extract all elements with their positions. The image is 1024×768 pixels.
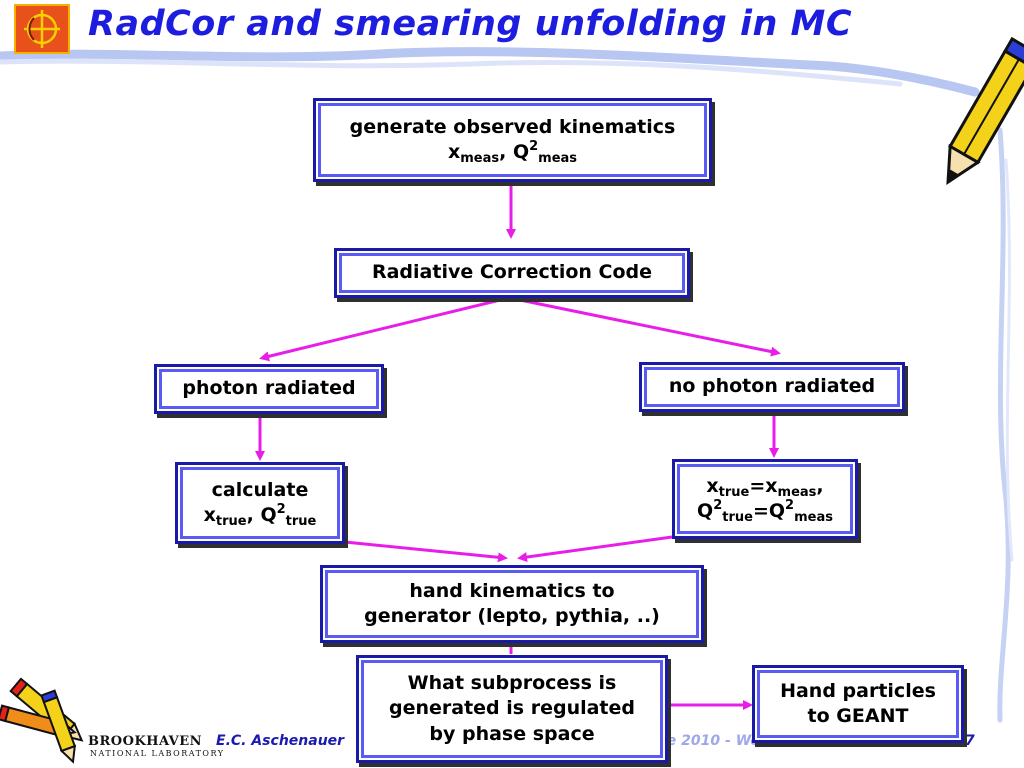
hand-line1: hand kinematics to	[409, 579, 615, 602]
subprocess-line1: What subprocess is	[407, 672, 617, 695]
calculate-line1: calculate	[211, 478, 309, 501]
box-generate-observed: generate observed kinematics xmeas, Q2me…	[313, 98, 712, 182]
logo-icon	[12, 2, 72, 56]
arrow-radcor-to-photon	[259, 298, 501, 362]
nophoton-label: no photon radiated	[668, 375, 876, 398]
box-radiative-correction: Radiative Correction Code	[334, 248, 690, 298]
equal-line1: xtrue=xmeas,	[706, 474, 824, 500]
equal-line2: Q2true=Q2meas	[697, 498, 833, 525]
box-calculate: calculate xtrue, Q2true	[175, 462, 345, 544]
box-subprocess: What subprocess is generated is regulate…	[356, 655, 668, 763]
box-hand-kinematics: hand kinematics to generator (lepto, pyt…	[320, 565, 704, 643]
geant-line2: to GEANT	[807, 705, 909, 727]
box-hand-particles-geant: Hand particles to GEANT	[752, 665, 964, 743]
logo	[12, 2, 72, 56]
photon-label: photon radiated	[182, 377, 356, 400]
arrow-calculate-to-hand	[344, 540, 508, 563]
box-no-photon-radiated: no photon radiated	[639, 362, 905, 412]
footer-author: E.C. Aschenauer	[216, 733, 345, 749]
hand-line2: generator (lepto, pythia, ..)	[364, 605, 660, 627]
subprocess-line2: generated is regulated	[389, 697, 635, 720]
footer-page: 7	[965, 733, 975, 749]
geant-line1: Hand particles	[780, 679, 936, 702]
generate-line2: xmeas, Q2meas	[447, 139, 578, 166]
lab-name: BROOKHAVEN	[88, 734, 203, 749]
calculate-line2: xtrue, Q2true	[203, 502, 317, 529]
lab-subtitle: NATIONAL LABORATORY	[90, 749, 225, 758]
subprocess-line3: by phase space	[429, 722, 595, 745]
generate-line1: generate observed kinematics	[349, 115, 676, 138]
slide-title: RadCor and smearing unfolding in MC	[88, 4, 853, 44]
box-photon-radiated: photon radiated	[154, 364, 384, 414]
arrow-equal-to-hand	[517, 535, 673, 562]
box-true-equals-meas: xtrue=xmeas, Q2true=Q2meas	[672, 459, 858, 539]
arrow-radcor-to-nophoton	[519, 298, 781, 357]
radcor-label: Radiative Correction Code	[371, 261, 653, 284]
